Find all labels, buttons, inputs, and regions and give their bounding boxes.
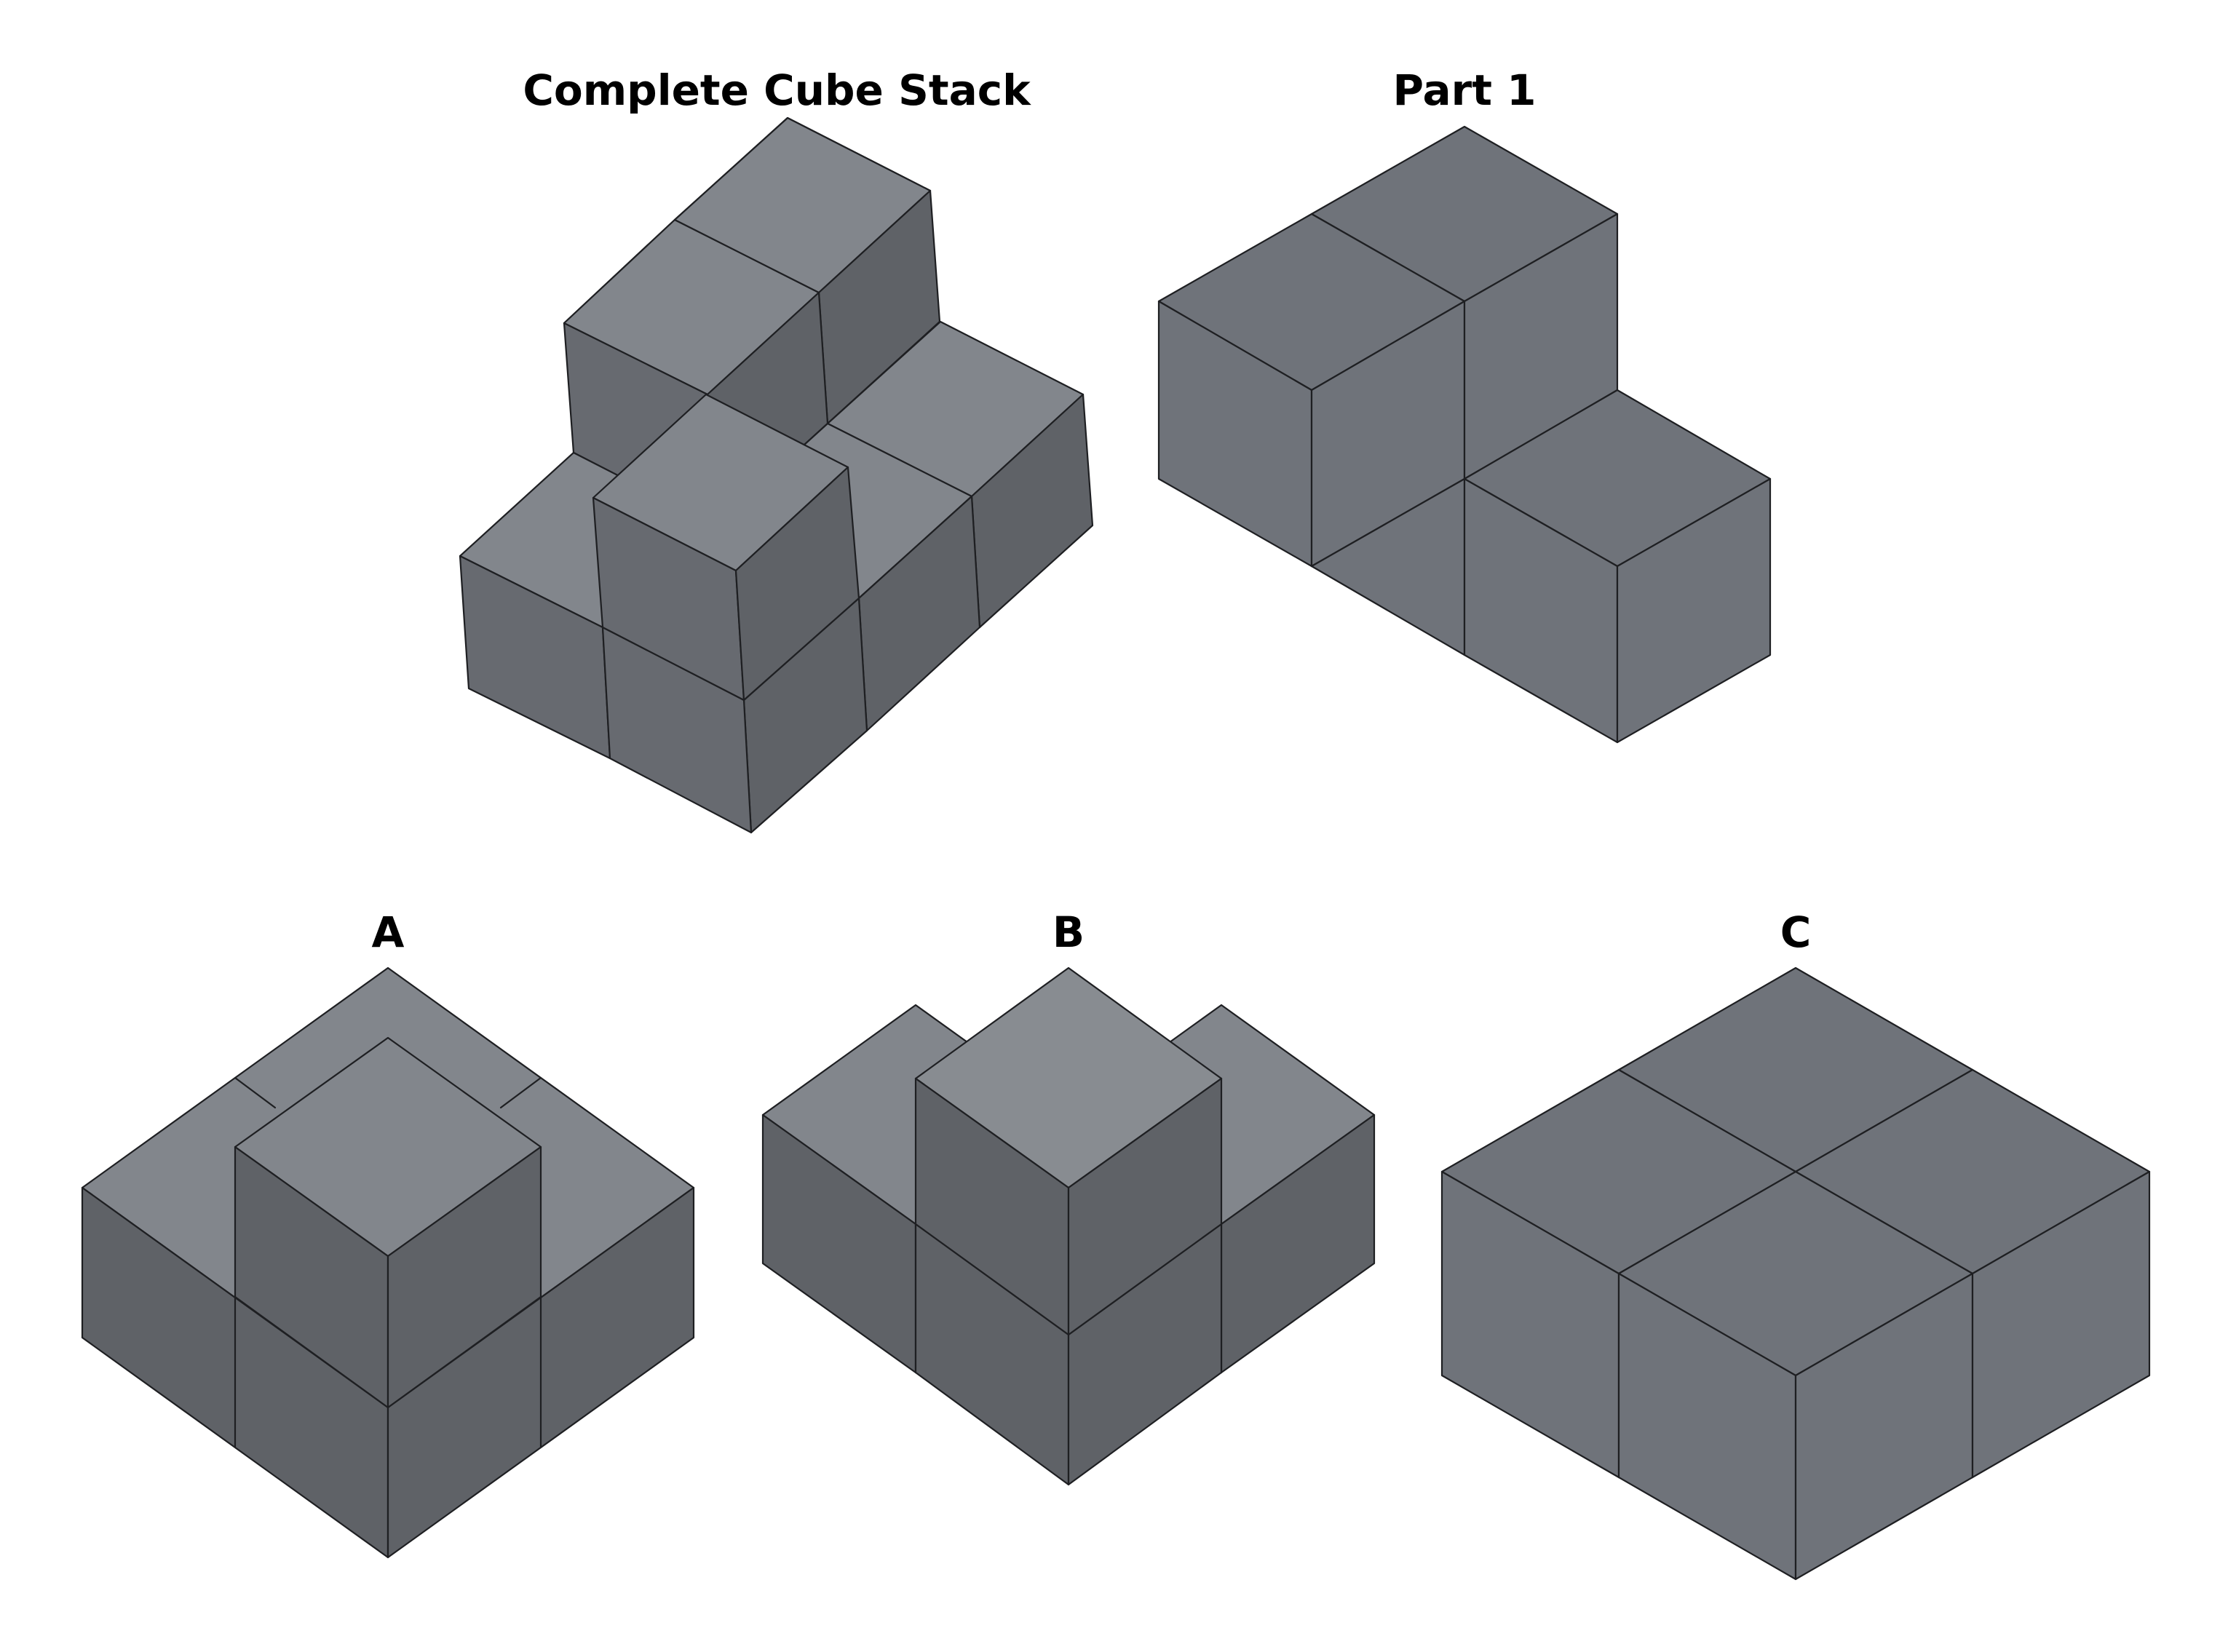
part-1-shape xyxy=(1157,125,1772,744)
option-b-title: B xyxy=(1052,908,1085,957)
c-front-right-2 xyxy=(1971,1170,2151,1479)
a-top-seam-right xyxy=(499,1076,542,1109)
part-1-title: Part 1 xyxy=(1392,65,1537,115)
b-raised-right xyxy=(1067,1077,1223,1336)
a-top-seam-left xyxy=(234,1076,277,1109)
option-a-shape xyxy=(81,966,695,1559)
part1-lower-right xyxy=(1616,477,1772,744)
option-c-shape xyxy=(1440,966,2151,1581)
option-c-title: C xyxy=(1780,908,1812,957)
complete-stack-title: Complete Cube Stack xyxy=(523,65,1031,115)
complete-cube-stack xyxy=(459,116,1094,834)
option-a-title: A xyxy=(371,908,405,957)
stack-front-cube-right xyxy=(734,466,860,702)
option-b-shape xyxy=(761,966,1376,1486)
